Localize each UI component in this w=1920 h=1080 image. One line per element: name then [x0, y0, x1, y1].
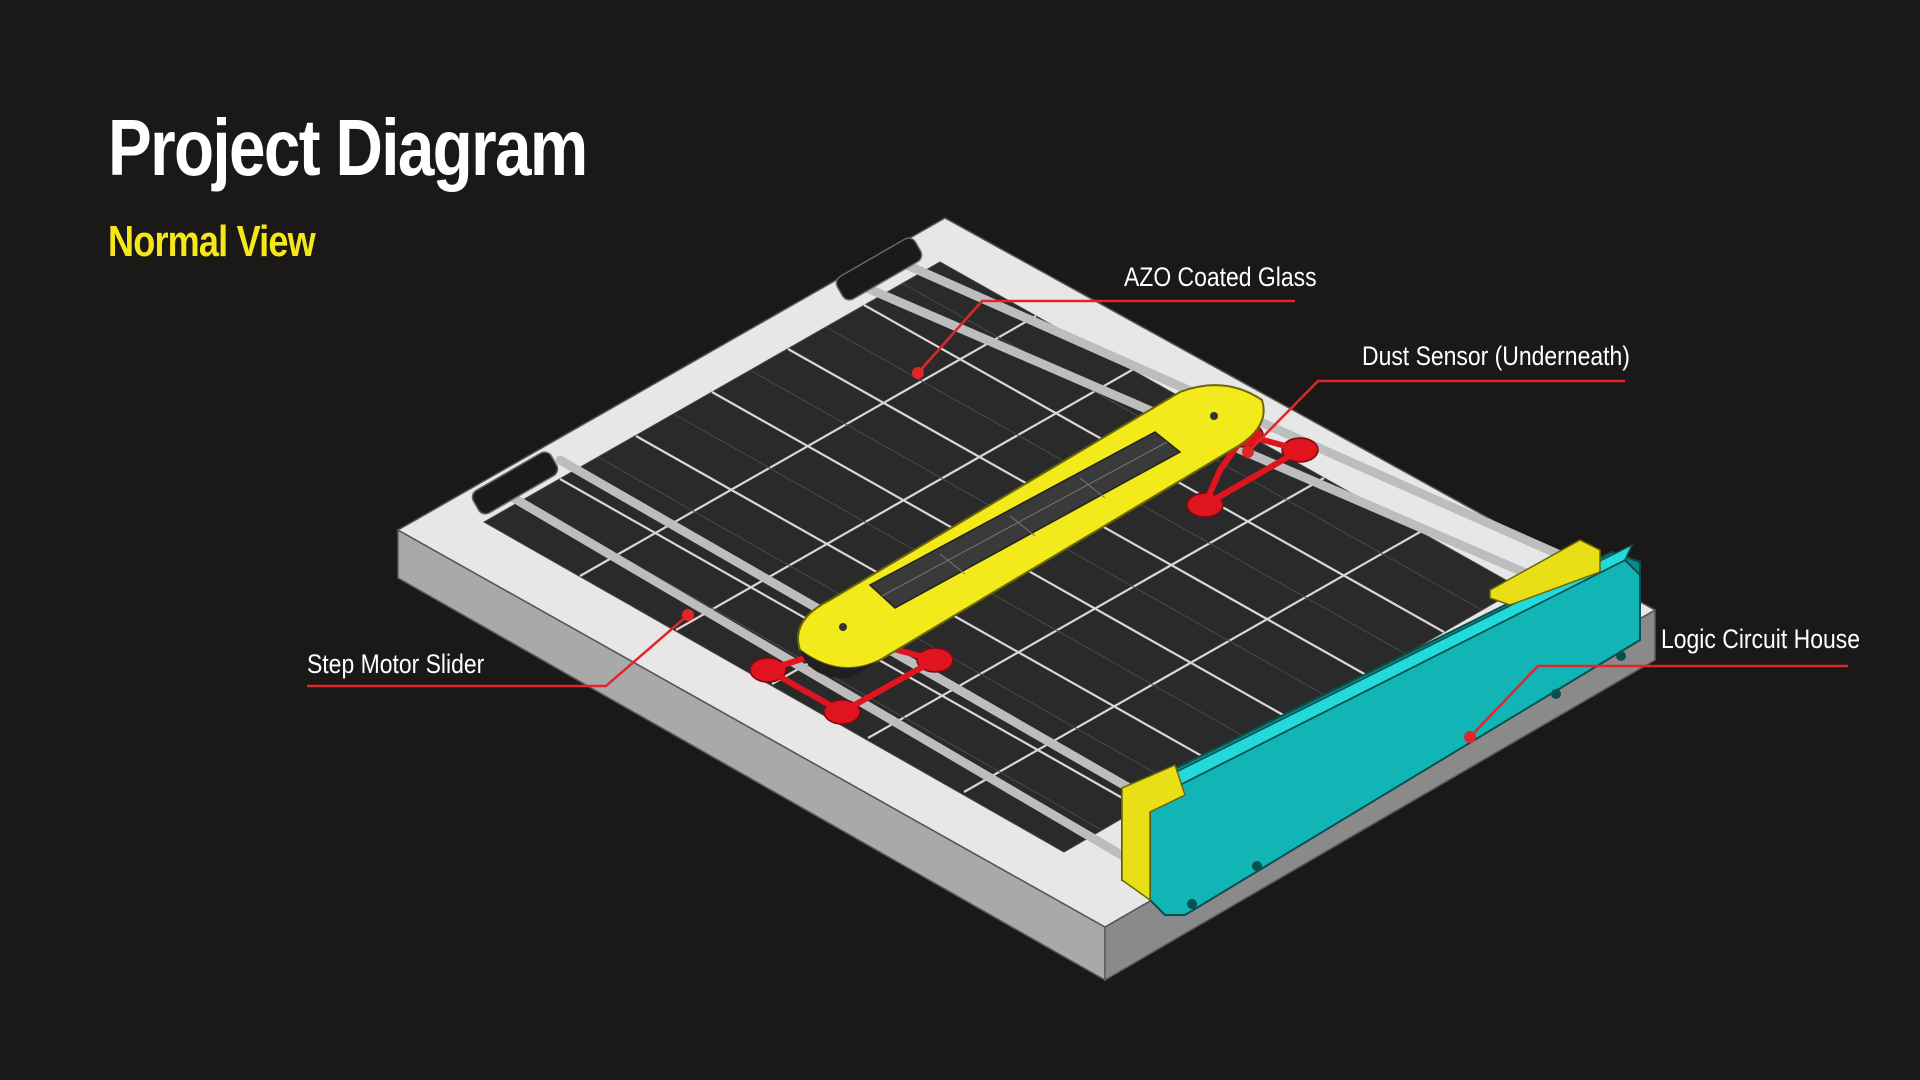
logic-circuit-housing — [1121, 539, 1641, 916]
callout-logic-circuit: Logic Circuit House — [1661, 624, 1860, 654]
leader-dust-sensor — [1247, 379, 1625, 453]
leader-logic-circuit — [1469, 664, 1848, 738]
callout-dust-sensor: Dust Sensor (Underneath) — [1362, 341, 1630, 371]
leader-azo-glass — [917, 299, 1295, 374]
rail-end-clips — [471, 237, 923, 515]
leader-step-motor — [307, 614, 689, 688]
dot-azo-glass — [912, 367, 924, 379]
page-subtitle: Normal View — [108, 217, 316, 266]
leader-lines — [307, 299, 1848, 738]
cleaning-slider-bar — [749, 384, 1319, 725]
page-title: Project Diagram — [108, 103, 588, 192]
dot-logic-circuit — [1464, 731, 1476, 743]
dot-dust-sensor — [1242, 446, 1254, 458]
dot-step-motor — [682, 609, 694, 621]
callout-azo-glass: AZO Coated Glass — [1124, 262, 1317, 292]
callout-step-motor: Step Motor Slider — [307, 649, 485, 679]
